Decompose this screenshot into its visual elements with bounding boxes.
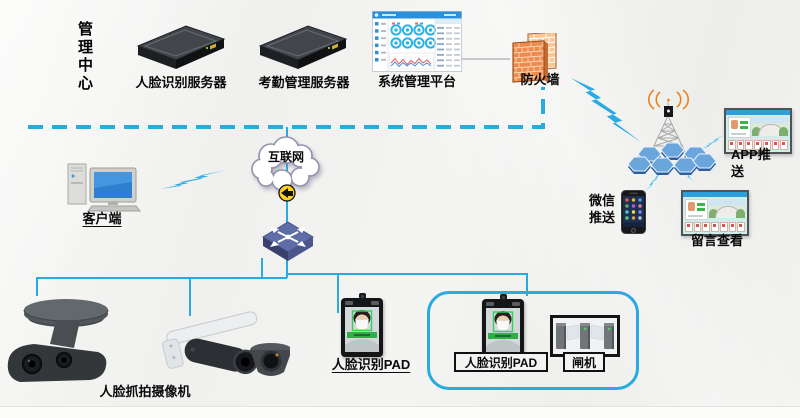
management-center-label: 管理中心 [76, 21, 93, 93]
lightning-bolt-app-push [701, 134, 726, 149]
building-photo [709, 199, 745, 218]
attendance-server-icon [252, 20, 352, 74]
thumbnail [780, 140, 789, 150]
face-pad-icon [341, 293, 383, 357]
green-button [697, 208, 705, 211]
signal-tower-icon [647, 89, 690, 153]
pad-screen [486, 308, 520, 353]
client-computer-icon [66, 162, 142, 213]
thumbnail [693, 222, 702, 232]
face-recognition-server-icon [130, 20, 230, 74]
internet-label: 互联网 [267, 150, 304, 164]
canvas-footer-strip [0, 406, 800, 418]
person-photo [688, 202, 695, 211]
turnstile-gate-icon [550, 315, 620, 357]
platform-dashboard-screenshot [372, 11, 462, 72]
face-recognition-server-label: 人脸识别服务器 [135, 75, 227, 90]
green-button [740, 121, 748, 124]
app-push-screenshot [724, 108, 792, 154]
attendance-server-label: 考勤管理服务器 [258, 75, 350, 90]
pad-screen [345, 307, 379, 352]
lightning-bolt-firewall-tower [571, 78, 641, 142]
face-pad-gate-icon [482, 294, 524, 358]
dashed-backbone-line [28, 87, 545, 129]
app-header-bar [683, 192, 747, 197]
encryption-key-icon [278, 184, 296, 202]
face-pad-gate-label: 人脸识别PAD [454, 352, 548, 372]
building-arch [758, 124, 784, 136]
green-button [697, 203, 705, 206]
building-arch [715, 206, 741, 218]
capture-camera-label: 人脸抓拍摄像机 [99, 384, 191, 399]
thumbnail [737, 222, 746, 232]
building-photo [752, 117, 788, 136]
thumbnail [736, 140, 745, 150]
thumbnail [745, 140, 754, 150]
lightning-bolt-client-cloud [160, 170, 227, 189]
app-header-bar [726, 110, 790, 115]
thumbnail [728, 140, 736, 150]
wechat-phone-icon [621, 190, 646, 234]
internet-cloud-icon [251, 136, 320, 191]
pad-sensor [345, 301, 353, 305]
pad-sensor [371, 301, 379, 305]
gate-pad-group-outline [427, 291, 639, 390]
client-label: 客户端 [82, 211, 122, 226]
thumbnail [754, 140, 762, 150]
firewall-icon [509, 33, 569, 83]
thumbnail-strip [685, 222, 746, 232]
pad-camera-bump [499, 294, 507, 300]
switch-icon [262, 221, 314, 261]
text-line [731, 133, 746, 135]
person-photo [731, 120, 738, 129]
app-person-card [728, 117, 751, 138]
app-push-label: APP推送 [731, 147, 771, 179]
green-button [740, 126, 748, 129]
radio-waves-icon [647, 89, 690, 110]
thumbnail [762, 140, 771, 150]
bullet-dome-camera-icon [158, 298, 290, 388]
thumbnail [711, 222, 719, 232]
pad-camera-bump [358, 293, 366, 299]
thumbnail [771, 140, 780, 150]
thumbnail [728, 222, 737, 232]
hexagon-network-icon [627, 142, 717, 175]
thumbnail [719, 222, 728, 232]
gate-label: 闸机 [563, 352, 605, 372]
firewall-label: 防火墙 [520, 72, 560, 87]
message-view-screenshot [681, 190, 749, 236]
app-person-card [685, 199, 708, 220]
text-line [688, 215, 703, 217]
face-capture-camera-icon [6, 296, 118, 386]
pad-sensor [512, 302, 520, 306]
platform-label: 系统管理平台 [377, 74, 456, 89]
message-view-label: 留言查看 [690, 233, 743, 248]
wechat-push-label: 微信推送 [589, 193, 616, 225]
thumbnail [702, 222, 711, 232]
pad-sensor [486, 302, 494, 306]
thumbnail [685, 222, 693, 232]
thumbnail-strip [728, 140, 789, 150]
face-pad-label: 人脸识别PAD [331, 357, 411, 372]
